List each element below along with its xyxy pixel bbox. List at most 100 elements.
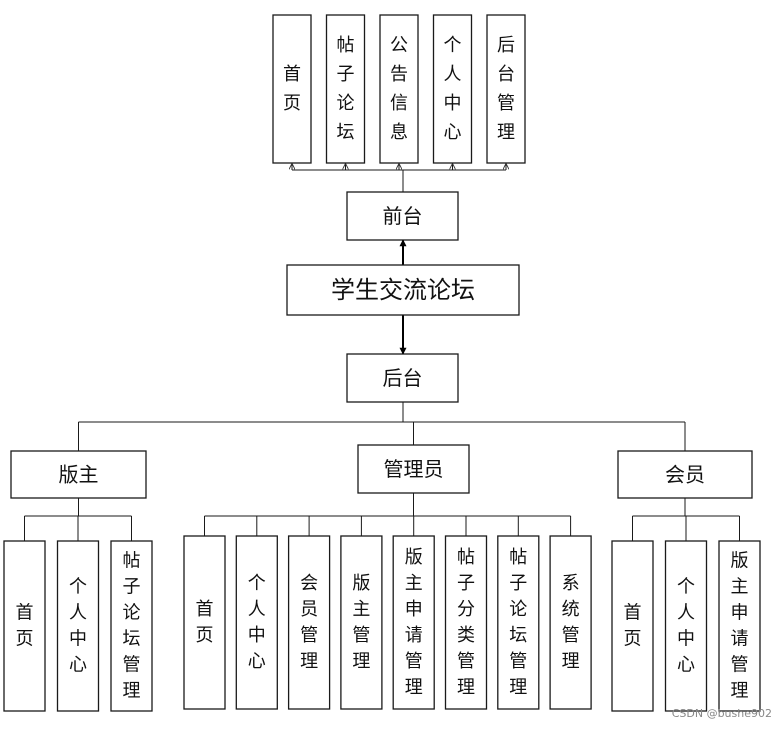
role-1-item-1-char: 中 <box>248 625 266 646</box>
front-item-0-char: 页 <box>283 93 301 114</box>
role-0-item-2-char: 帖 <box>123 551 141 572</box>
role-1-item-0-char: 首 <box>196 599 214 620</box>
role-2-item-0-frame <box>611 540 654 712</box>
front-item-3-char: 人 <box>444 64 462 85</box>
role-1-item-4-char: 版 <box>405 547 423 568</box>
role-1-item-1-char: 个 <box>248 573 266 594</box>
role-1-item-4-char: 主 <box>405 573 423 594</box>
role-node-2-label: 会员 <box>665 463 705 487</box>
role-2-item-2-char: 申 <box>731 603 749 624</box>
front-item-1-frame <box>325 14 366 164</box>
role-0-item-1-char: 个 <box>69 577 87 598</box>
role-1-item-6-char: 帖 <box>509 547 527 568</box>
role-1-item-7-char: 统 <box>562 599 580 620</box>
role-1-item-0-frame <box>183 535 226 710</box>
role-node-1: 管理员 <box>357 444 470 494</box>
root-node: 学生交流论坛 <box>286 264 520 316</box>
front-item-1-char: 坛 <box>337 122 355 143</box>
role-0-item-2-char: 管 <box>123 655 141 676</box>
front-item-1-char: 帖 <box>337 35 355 56</box>
front-item-2-char: 信 <box>390 93 408 114</box>
front-item-4-char: 管 <box>497 93 515 114</box>
role-0-item-2-char: 论 <box>123 603 141 624</box>
front-item-2-char: 息 <box>390 122 408 143</box>
role-1-item-2-char: 理 <box>300 651 318 672</box>
front-node: 前台 <box>346 191 459 241</box>
role-2-item-2-frame <box>718 540 761 712</box>
role-node-2-frame <box>617 450 753 499</box>
role-0-item-2-char: 坛 <box>123 629 141 650</box>
front-item-3-char: 个 <box>444 35 462 56</box>
root-node-frame <box>286 264 520 316</box>
role-1-item-1-char: 心 <box>248 651 266 672</box>
front-item-3-char: 心 <box>444 122 462 143</box>
role-2-item-1-char: 中 <box>677 629 695 650</box>
role-0-item-1-frame <box>56 540 100 712</box>
role-2-item-1-frame <box>664 540 708 712</box>
role-0-item-0-char: 页 <box>16 629 34 650</box>
role-0-item-2-char: 子 <box>123 577 141 598</box>
role-node-0: 版主 <box>10 450 147 499</box>
front-node-label: 前台 <box>383 204 423 228</box>
front-item-2-char: 公 <box>390 35 408 56</box>
role-1-item-5-frame <box>444 535 488 710</box>
front-item-4-char: 理 <box>497 122 515 143</box>
role-1-item-4-char: 管 <box>405 651 423 672</box>
front-item-3-char: 中 <box>444 93 462 114</box>
back-node: 后台 <box>346 353 459 403</box>
role-1-item-7-char: 理 <box>562 651 580 672</box>
front-item-0: 首页 <box>272 14 312 164</box>
role-1-item-4-char: 请 <box>405 625 423 646</box>
role-1-item-6-char: 子 <box>509 573 527 594</box>
role-1-item-5-char: 帖 <box>457 547 475 568</box>
role-2-item-1-char: 心 <box>677 655 695 676</box>
role-1-item-0: 首页 <box>183 535 226 710</box>
front-node-frame <box>346 191 459 241</box>
role-2-item-1-char: 人 <box>677 603 695 624</box>
node-boxes: 学生交流论坛前台首页帖子论坛公告信息个人中心后台管理后台版主首页个人中心帖子论坛… <box>3 14 761 712</box>
role-1-item-6-char: 管 <box>509 651 527 672</box>
role-1-item-2-char: 员 <box>300 599 318 620</box>
role-1-item-0-char: 页 <box>196 625 214 646</box>
role-1-item-4-char: 申 <box>405 599 423 620</box>
role-node-1-frame <box>357 444 470 494</box>
role-1-item-4-frame <box>392 535 435 710</box>
role-0-item-0: 首页 <box>3 540 46 712</box>
role-1-item-2-char: 管 <box>300 625 318 646</box>
role-1-item-2-char: 会 <box>300 573 318 594</box>
front-item-3-frame <box>432 14 473 164</box>
root-node-label: 学生交流论坛 <box>331 276 475 304</box>
role-2-item-2-char: 管 <box>731 655 749 676</box>
role-1-item-6-char: 论 <box>509 599 527 620</box>
front-item-1-char: 子 <box>337 64 355 85</box>
back-node-frame <box>346 353 459 403</box>
role-1-item-2-frame <box>287 535 331 710</box>
role-1-item-3-char: 版 <box>352 573 370 594</box>
front-item-4-char: 台 <box>497 64 515 85</box>
role-0-item-0-char: 首 <box>16 603 34 624</box>
role-1-item-5-char: 理 <box>457 677 475 698</box>
role-1-item-5-char: 类 <box>457 625 475 646</box>
front-item-4-char: 后 <box>497 35 515 56</box>
watermark: CSDN @bushe902 <box>671 707 772 720</box>
role-0-item-0-frame <box>3 540 46 712</box>
role-1-item-1-frame <box>235 535 278 710</box>
role-node-0-label: 版主 <box>59 463 99 487</box>
role-0-item-1-char: 心 <box>69 655 87 676</box>
role-1-item-6-char: 坛 <box>509 625 527 646</box>
role-node-0-frame <box>10 450 147 499</box>
connector-lines <box>24 164 740 541</box>
role-1-item-5-char: 管 <box>457 651 475 672</box>
